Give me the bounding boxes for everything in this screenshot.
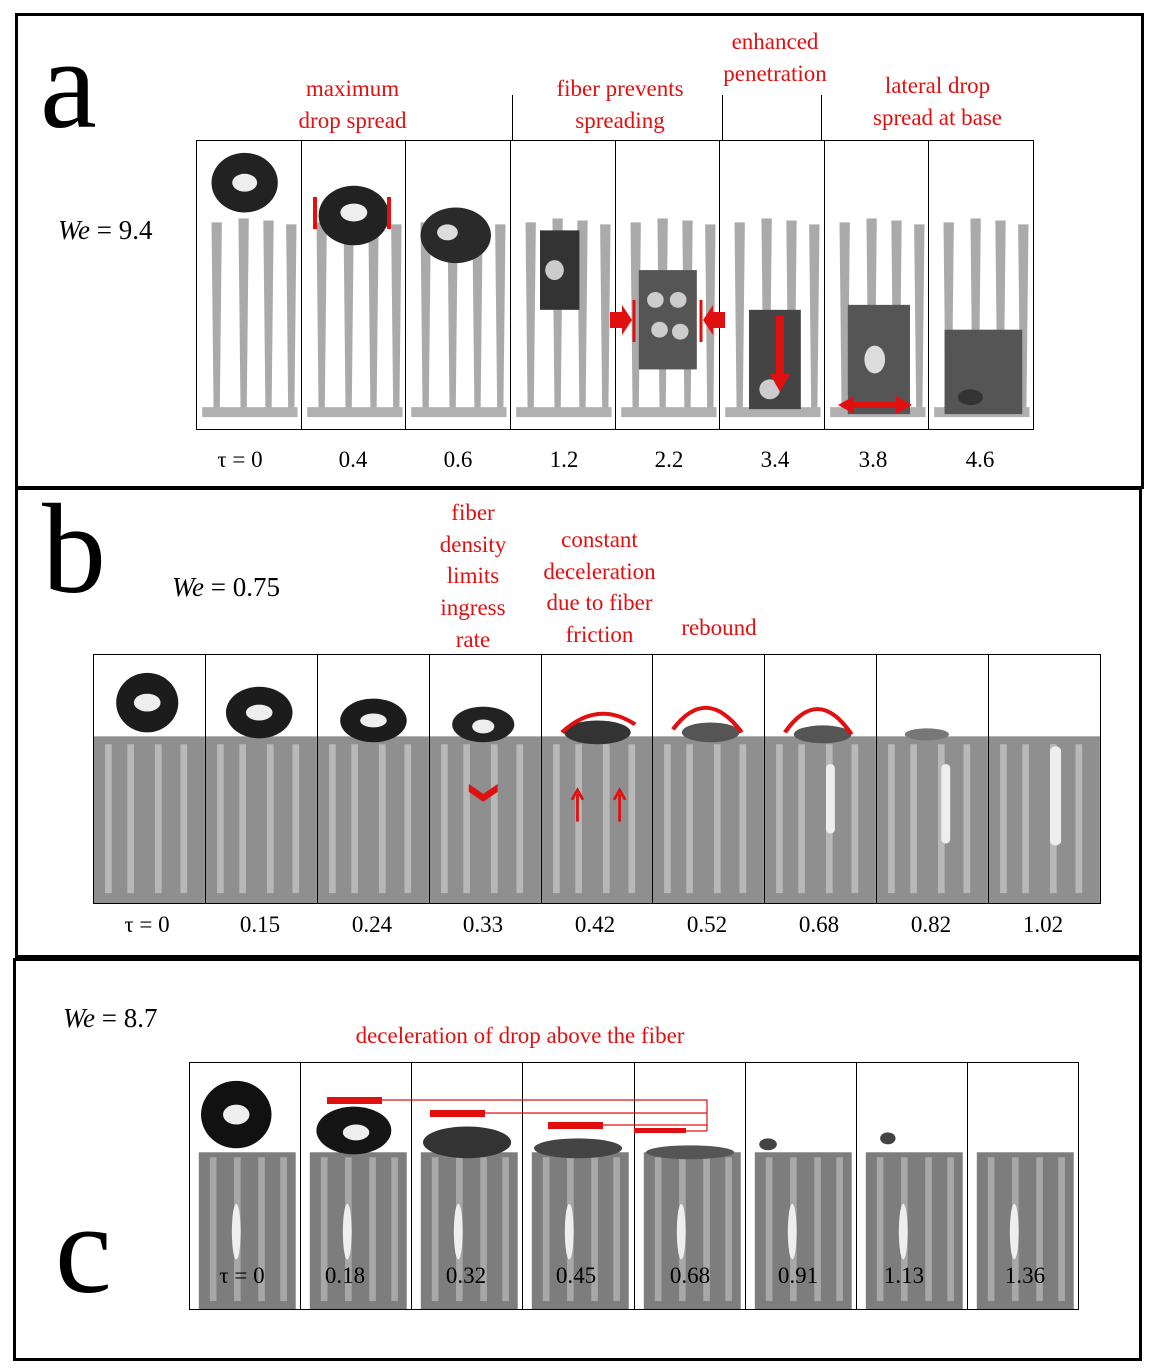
tau-label: 0.52	[686, 912, 728, 937]
frame-c-6	[856, 1063, 968, 1309]
frame-a-7	[929, 141, 1033, 429]
we-value: = 0.75	[210, 572, 280, 602]
frame-image	[429, 655, 541, 903]
frame-a-3	[510, 141, 616, 429]
frame-b-1	[205, 655, 318, 903]
annotation-lateral-spread: lateral drop spread at base	[873, 73, 1002, 130]
tau-label: 0.32	[445, 1263, 487, 1288]
frame-b-3	[429, 655, 542, 903]
annotation-max-spread: maximum drop spread	[298, 76, 407, 133]
frame-b-4	[541, 655, 654, 903]
annotation-divider	[722, 95, 723, 140]
frame-image	[541, 655, 653, 903]
tau-label: 2.2	[654, 447, 684, 472]
frame-image	[745, 1063, 856, 1309]
tau-label: 1.13	[883, 1263, 925, 1288]
annotation-fiber-prevents-spreading: fiber prevents spreading	[556, 76, 684, 133]
tau-label: 3.4	[760, 447, 790, 472]
tau-label: τ = 0	[217, 447, 263, 472]
panel-b-letter: b	[42, 478, 106, 620]
tau-label: 0.15	[239, 912, 281, 937]
frame-c-5	[745, 1063, 857, 1309]
tau-label: 0.33	[462, 912, 504, 937]
panel-a-letter: a	[40, 13, 97, 155]
frame-image	[197, 141, 301, 429]
tau-label: 3.8	[858, 447, 888, 472]
frame-image	[317, 655, 429, 903]
annotation-deceleration-above-fiber: deceleration of drop above the fiber	[355, 1023, 685, 1048]
frame-image	[856, 1063, 967, 1309]
frame-a-5	[720, 141, 825, 429]
frame-a-1	[301, 141, 407, 429]
we-symbol: We	[58, 215, 90, 245]
we-value: = 9.4	[96, 215, 153, 245]
tau-label: 0.91	[777, 1263, 819, 1288]
frame-image	[190, 1063, 301, 1309]
frame-image	[615, 141, 720, 429]
frame-image	[967, 1063, 1078, 1309]
tau-label: τ = 0	[124, 912, 170, 937]
frame-b-0	[94, 655, 206, 903]
frame-image	[510, 141, 615, 429]
annotation-enhanced-penetration: enhanced penetration	[723, 29, 827, 86]
frame-b-2	[317, 655, 430, 903]
frame-b-5	[653, 655, 766, 903]
tau-label: 0.4	[338, 447, 368, 472]
frame-image	[653, 655, 765, 903]
frame-image	[406, 141, 510, 429]
frame-image	[94, 655, 205, 903]
frame-image	[824, 141, 929, 429]
frame-a-4	[615, 141, 721, 429]
tau-label: 0.24	[351, 912, 393, 937]
tau-label: 0.45	[555, 1263, 597, 1288]
annotation-divider	[512, 95, 513, 140]
frame-image	[720, 141, 824, 429]
tau-label: 1.36	[1004, 1263, 1046, 1288]
frame-image	[989, 655, 1101, 903]
we-value: = 8.7	[101, 1003, 158, 1033]
frame-c-0	[190, 1063, 302, 1309]
tau-label: 0.68	[798, 912, 840, 937]
tau-label: 1.2	[549, 447, 579, 472]
tau-label: 0.42	[574, 912, 616, 937]
tau-label: 1.02	[1022, 912, 1064, 937]
panel-a-frame-strip	[196, 140, 1034, 430]
tau-label: 0.6	[443, 447, 473, 472]
tau-label: 4.6	[965, 447, 995, 472]
tau-label: τ = 0	[219, 1263, 265, 1288]
tau-label: 0.82	[910, 912, 952, 937]
frame-image	[765, 655, 877, 903]
panel-b-weber-number: We = 0.75	[172, 572, 280, 603]
annotation-rebound: rebound	[681, 615, 757, 640]
panel-c-weber-number: We = 8.7	[63, 1003, 157, 1034]
frame-image	[301, 141, 406, 429]
frame-image	[877, 655, 989, 903]
frame-image	[205, 655, 317, 903]
we-symbol: We	[63, 1003, 95, 1033]
panel-a-weber-number: We = 9.4	[58, 215, 152, 246]
frame-b-8	[989, 655, 1101, 903]
annotation-fiber-density: fiber density limits ingress rate	[439, 500, 507, 652]
annotation-divider	[821, 95, 822, 140]
we-symbol: We	[172, 572, 204, 602]
frame-b-7	[877, 655, 990, 903]
frame-a-0	[197, 141, 302, 429]
tau-label: 0.68	[669, 1263, 711, 1288]
frame-b-6	[765, 655, 878, 903]
tau-label: 0.18	[324, 1263, 366, 1288]
panel-c-letter: c	[55, 1178, 112, 1320]
panel-b-frame-strip	[93, 654, 1101, 904]
frame-a-2	[406, 141, 511, 429]
frame-a-6	[824, 141, 930, 429]
frame-image	[929, 141, 1033, 429]
frame-c-7	[967, 1063, 1078, 1309]
annotation-constant-deceleration: constant deceleration due to fiber frict…	[543, 527, 656, 648]
